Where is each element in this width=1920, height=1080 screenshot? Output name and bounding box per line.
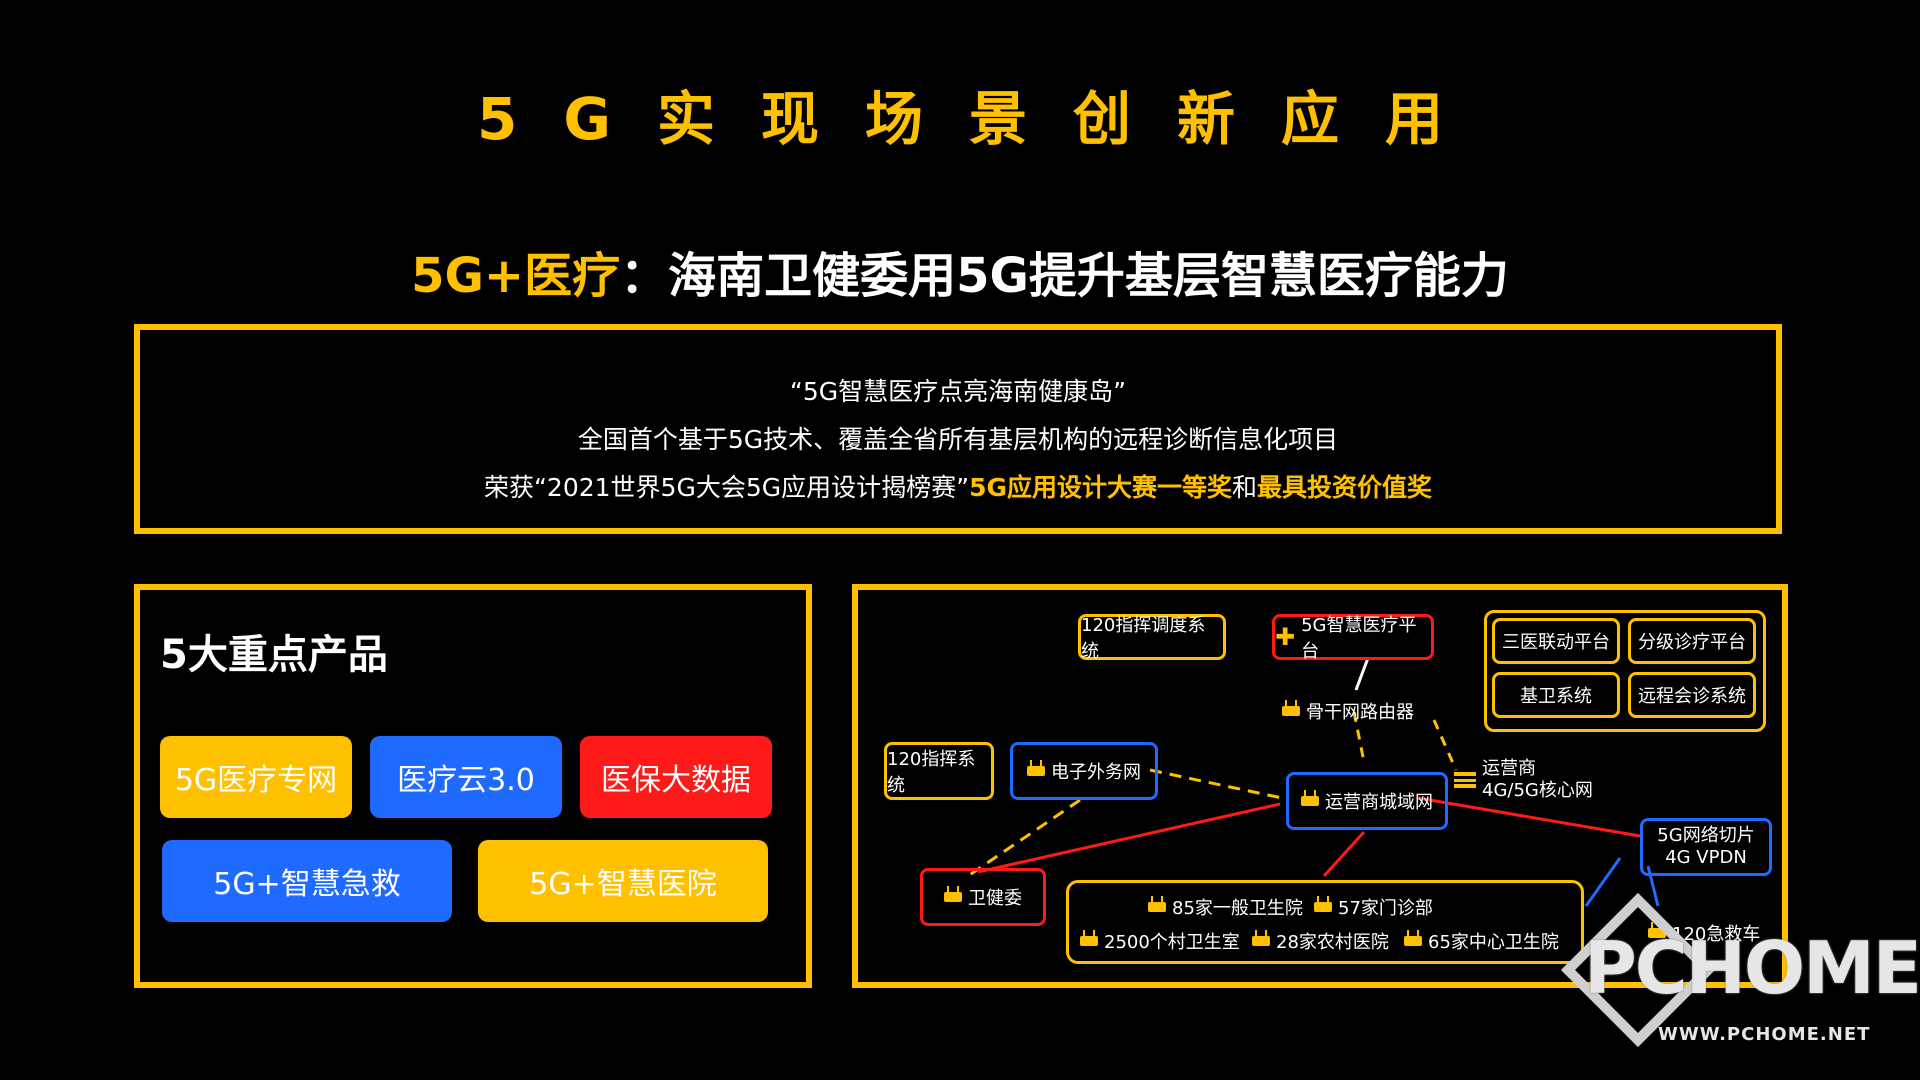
router-icon (1080, 930, 1098, 946)
link-platform-router (1354, 657, 1370, 691)
link-router-metro (1352, 711, 1366, 763)
node-metro: 运营商城域网 (1286, 772, 1448, 830)
node-2500-village-label: 2500个村卫生室 (1104, 932, 1240, 953)
link-metro-weijian (977, 802, 1281, 874)
quote-line-3: 荣获“2021世界5G大会5G应用设计揭榜赛”5G应用设计大赛一等奖和最具投资价… (140, 468, 1776, 504)
subtitle: 5G+医疗：海南卫健委用5G提升基层智慧医疗能力 (0, 236, 1920, 306)
node-weijian: 卫健委 (920, 868, 1046, 926)
product-insurance-bigdata: 医保大数据 (580, 736, 772, 818)
link-ewai-metro (1149, 768, 1283, 800)
award-first-prize: 5G应用设计大赛一等奖 (969, 473, 1232, 502)
node-fenji-label: 分级诊疗平台 (1638, 632, 1746, 653)
watermark-url: WWW.PCHOME.NET (1658, 1024, 1871, 1045)
link-ewai-weijian (967, 798, 1081, 878)
subtitle-colon: ： (620, 248, 669, 304)
node-28-rural: 28家农村医院 (1252, 928, 1389, 954)
quote-line-2: 全国首个基于5G技术、覆盖全省所有基层机构的远程诊断信息化项目 (577, 425, 1339, 454)
medical-cross-icon: ✚ (1275, 623, 1296, 651)
router-icon (1027, 760, 1045, 776)
product-medical-cloud: 医疗云3.0 (370, 736, 562, 818)
hospitals-group (1066, 880, 1584, 964)
router-icon (944, 886, 962, 902)
node-sanyi-label: 三医联动平台 (1502, 632, 1610, 653)
node-5g-platform: ✚5G智慧医疗平台 (1272, 614, 1434, 662)
node-fenji: 分级诊疗平台 (1628, 618, 1756, 664)
router-icon (1314, 896, 1332, 912)
node-ewai-label: 电子外务网 (1051, 762, 1141, 783)
link-metro-slice (1417, 796, 1641, 838)
node-router: 骨干网路由器 (1282, 698, 1414, 724)
node-57-clinics: 57家门诊部 (1314, 894, 1433, 920)
subtitle-rest: 海南卫健委用5G提升基层智慧医疗能力 (668, 248, 1509, 304)
node-slice-label-a: 5G网络切片 (1657, 825, 1755, 846)
node-120-dispatch-label: 120指挥调度系统 (1081, 615, 1206, 662)
network-connectors (967, 657, 1660, 907)
products-heading: 5大重点产品 (160, 632, 388, 678)
link-router-core (1432, 719, 1458, 771)
node-2500-village: 2500个村卫生室 (1080, 928, 1240, 954)
node-120-command-label: 120指挥系统 (887, 749, 976, 796)
platform-group (1484, 610, 1766, 732)
network-diagram-panel: 120指挥调度系统 ✚5G智慧医疗平台 三医联动平台 分级诊疗平台 基卫系统 远… (852, 584, 1788, 988)
router-icon (1252, 930, 1270, 946)
node-120-dispatch: 120指挥调度系统 (1078, 614, 1226, 662)
node-85-hospitals: 85家一般卫生院 (1148, 894, 1303, 920)
router-icon (1301, 790, 1319, 806)
router-icon (1282, 700, 1300, 716)
quote-box: “5G智慧医疗点亮海南健康岛” 全国首个基于5G技术、覆盖全省所有基层机构的远程… (134, 324, 1782, 534)
products-panel: 5大重点产品 5G医疗专网 医疗云3.0 医保大数据 5G+智慧急救 5G+智慧… (134, 584, 812, 988)
node-jiwei: 基卫系统 (1492, 672, 1620, 718)
router-icon (1148, 896, 1166, 912)
node-router-label: 骨干网路由器 (1306, 702, 1414, 723)
node-ambulance-label: 120急救车 (1672, 924, 1761, 945)
watermark-brand: PCHOME (1584, 926, 1920, 1010)
node-yuancheng: 远程会诊系统 (1628, 672, 1756, 718)
link-metro-hospitals (1322, 830, 1366, 878)
node-metro-label: 运营商城域网 (1325, 792, 1433, 813)
subtitle-prefix: 5G+医疗 (411, 248, 621, 304)
node-5g-platform-label: 5G智慧医疗平台 (1301, 615, 1417, 662)
quote-line-1: “5G智慧医疗点亮海南健康岛” (789, 377, 1127, 406)
pchome-logo-icon (1560, 892, 1716, 1048)
node-ewai: 电子外务网 (1010, 742, 1158, 800)
product-5g-network: 5G医疗专网 (160, 736, 352, 818)
product-smart-hospital: 5G+智慧医院 (478, 840, 768, 922)
node-slice-label-b: 4G VPDN (1665, 847, 1747, 868)
node-65-central: 65家中心卫生院 (1404, 928, 1559, 954)
node-85-hospitals-label: 85家一般卫生院 (1172, 898, 1303, 919)
award-and: 和 (1231, 473, 1257, 502)
link-slice-hospitals (1584, 857, 1622, 907)
award-intro: 荣获“2021世界5G大会5G应用设计揭榜赛” (483, 473, 970, 502)
node-sanyi: 三医联动平台 (1492, 618, 1620, 664)
node-120-command: 120指挥系统 (884, 742, 994, 800)
node-28-rural-label: 28家农村医院 (1276, 932, 1389, 953)
router-icon (1404, 930, 1422, 946)
node-core-label-b: 4G/5G核心网 (1482, 780, 1593, 801)
node-core-label-a: 运营商 (1482, 758, 1536, 779)
page-title: 5G实现场景创新应用 (477, 85, 1489, 153)
node-weijian-label: 卫健委 (968, 888, 1022, 909)
node-yuancheng-label: 远程会诊系统 (1638, 686, 1746, 707)
product-smart-emergency: 5G+智慧急救 (162, 840, 452, 922)
award-investment: 最具投资价值奖 (1257, 473, 1433, 502)
node-65-central-label: 65家中心卫生院 (1428, 932, 1559, 953)
node-jiwei-label: 基卫系统 (1520, 686, 1592, 707)
node-57-clinics-label: 57家门诊部 (1338, 898, 1433, 919)
link-slice-ambulance (1646, 865, 1660, 907)
server-icon (1454, 772, 1476, 788)
